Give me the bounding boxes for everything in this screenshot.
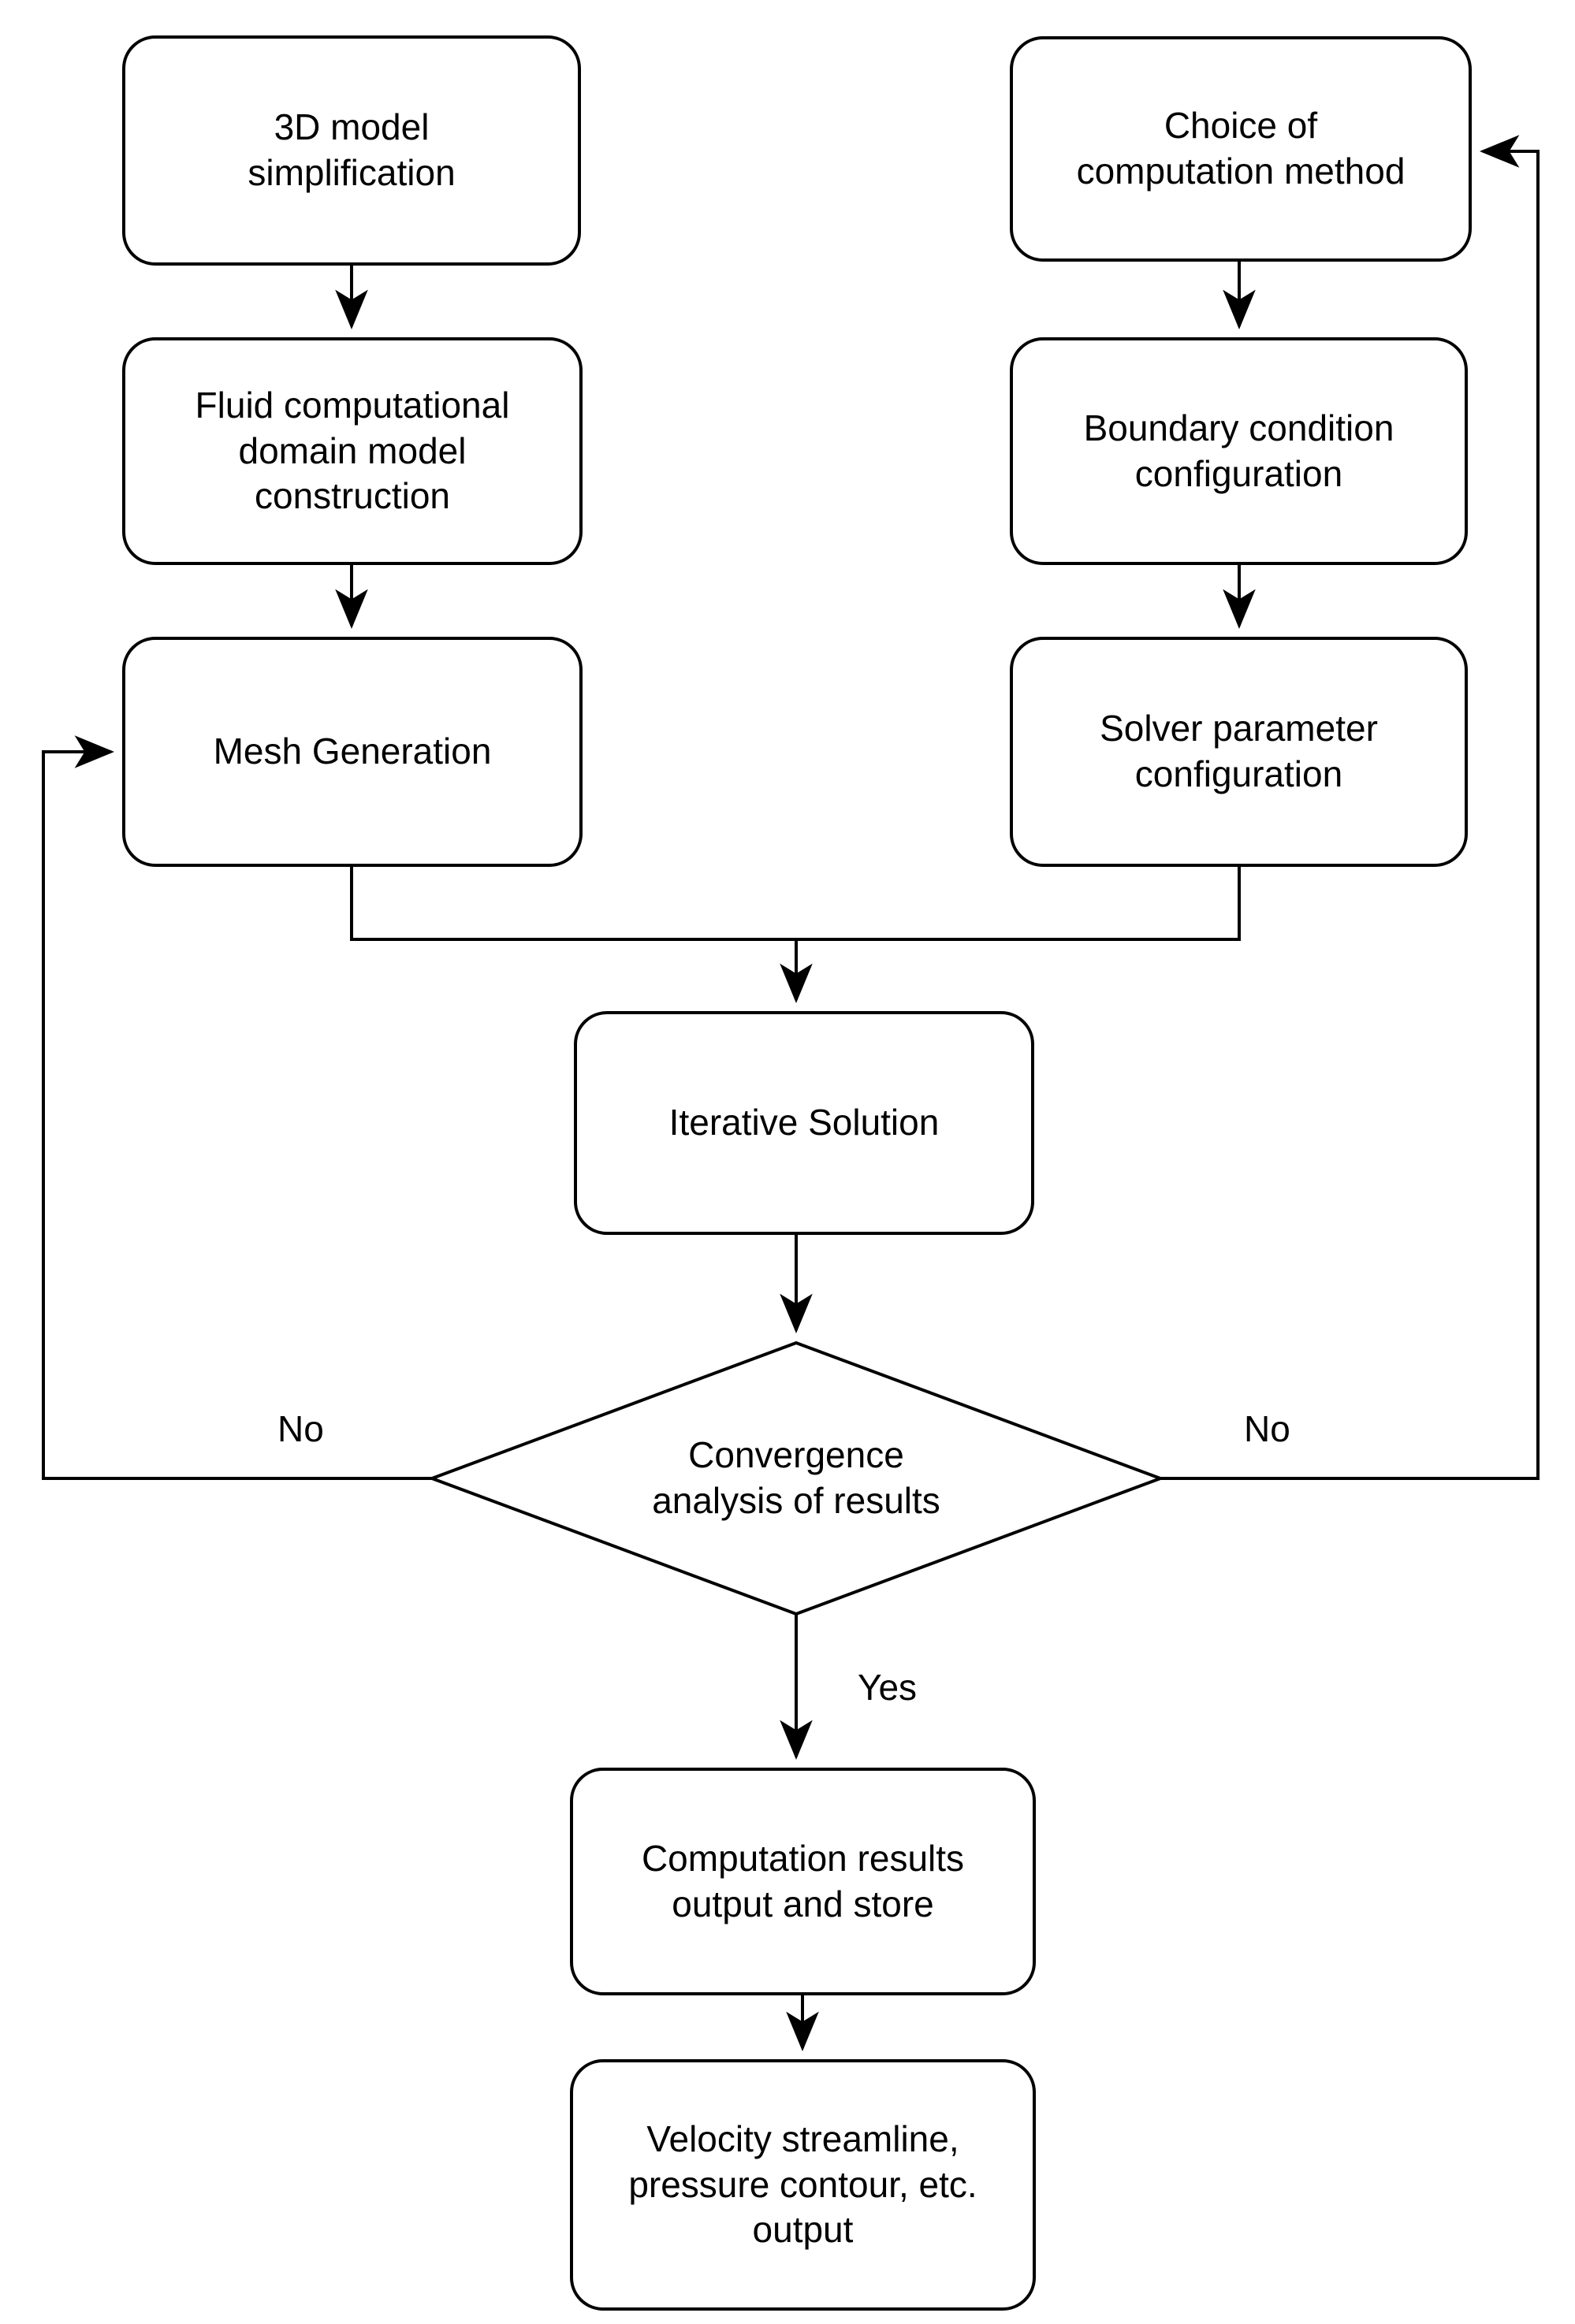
- node-results-output-store: [570, 1768, 1036, 1995]
- node-solver-parameter-configuration: [1010, 637, 1468, 867]
- edge-convergence-no-to-method: [1160, 135, 1540, 1480]
- node-mesh-generation: [122, 637, 583, 867]
- node-boundary-condition-configuration: [1010, 337, 1468, 565]
- edge-mesh-to-merge: [350, 865, 796, 941]
- node-iterative-solution: [574, 1011, 1034, 1235]
- edge-solver-to-merge: [796, 865, 1241, 941]
- node-velocity-pressure-output: [570, 2059, 1036, 2311]
- edge-label-no-right: No: [1244, 1408, 1290, 1449]
- node-model-simplification: [122, 35, 581, 266]
- node-fluid-domain-construction: [122, 337, 583, 565]
- node-convergence-analysis: [427, 1340, 1165, 1616]
- node-computation-method-choice: [1010, 36, 1472, 262]
- edge-convergence-no-to-mesh: [42, 735, 432, 1480]
- edge-label-yes-bottom: Yes: [858, 1667, 918, 1708]
- edge-label-no-left: No: [277, 1408, 324, 1449]
